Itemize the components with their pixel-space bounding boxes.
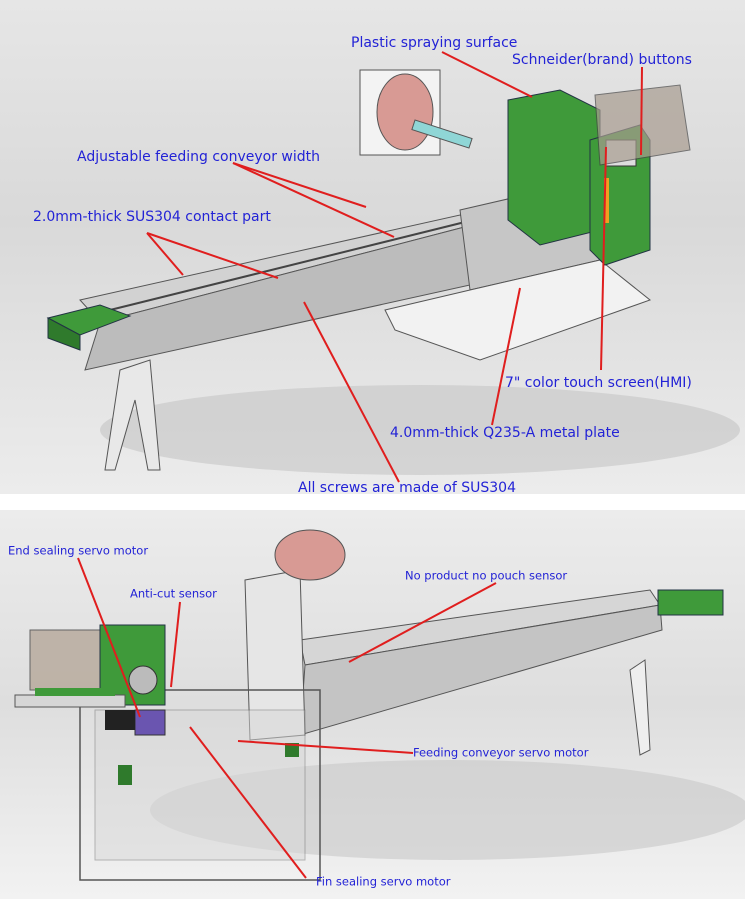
machine-illustration-bottom <box>14 529 745 881</box>
label-screws: All screws are made of SUS304 <box>298 480 516 496</box>
label-metal-plate: 4.0mm-thick Q235-A metal plate <box>390 425 620 441</box>
label-adjustable-conveyor-width: Adjustable feeding conveyor width <box>77 149 321 165</box>
label-contact-part: 2.0mm-thick SUS304 contact part <box>33 209 271 225</box>
leader-lines-bottom <box>77 557 497 879</box>
label-touch-screen: 7" color touch screen(HMI) <box>505 375 692 391</box>
bottom-view-panel: End sealing servo motor Anti-cut sensor … <box>0 510 745 899</box>
label-no-product-no-pouch-sensor: No product no pouch sensor <box>405 568 568 583</box>
machine-illustration-top <box>46 51 740 483</box>
label-end-sealing-servo-motor: End sealing servo motor <box>8 543 149 558</box>
label-anti-cut-sensor: Anti-cut sensor <box>130 586 217 601</box>
label-plastic-spraying-surface: Plastic spraying surface <box>351 35 518 51</box>
leader-lines-top <box>146 51 643 483</box>
label-schneider-buttons: Schneider(brand) buttons <box>512 52 692 68</box>
label-feeding-conveyor-servo-motor: Feeding conveyor servo motor <box>413 745 589 760</box>
top-view-panel: Plastic spraying surface Schneider(brand… <box>0 0 745 496</box>
label-fin-sealing-servo-motor: Fin sealing servo motor <box>316 874 451 889</box>
